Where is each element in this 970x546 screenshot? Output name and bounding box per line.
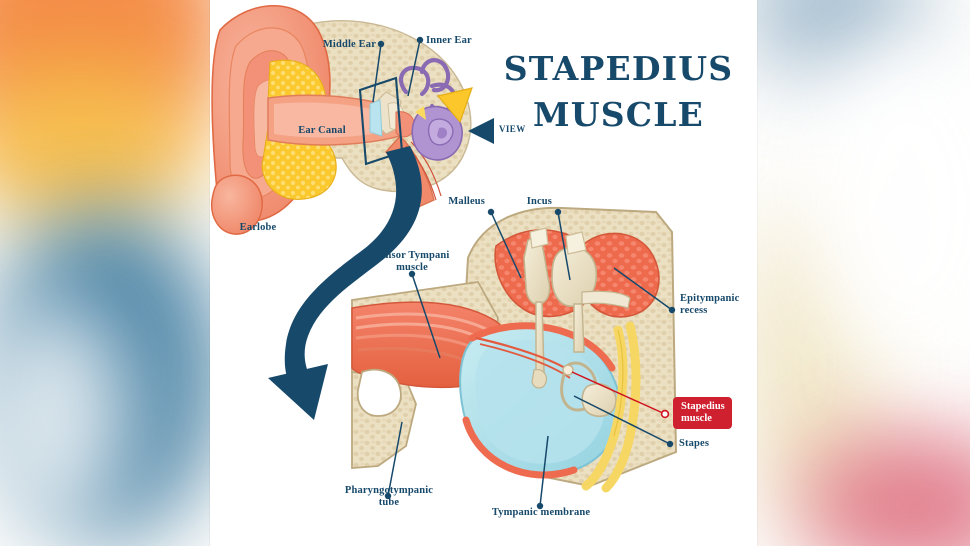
ear-anatomy-illustration: Middle Ear Inner Ear Ear Canal Earlobe V… bbox=[210, 0, 757, 546]
label-inner-ear: Inner Ear bbox=[426, 35, 472, 46]
label-tympanic-membrane: Tympanic membrane bbox=[491, 507, 591, 518]
leader-dots bbox=[377, 36, 676, 510]
label-incus: Incus bbox=[526, 196, 552, 207]
background-blur-white-left bbox=[0, 300, 130, 530]
anatomy-vector-art bbox=[210, 4, 678, 510]
figure-title-line2: MUSCLE bbox=[533, 95, 704, 134]
label-malleus: Malleus bbox=[448, 196, 485, 207]
label-ear-canal: Ear Canal bbox=[298, 125, 346, 136]
label-middle-ear: Middle Ear bbox=[322, 39, 376, 50]
label-epitympanic-recess: Epitympanic recess bbox=[680, 293, 740, 316]
illustration-panel: Middle Ear Inner Ear Ear Canal Earlobe V… bbox=[210, 0, 757, 546]
label-earlobe: Earlobe bbox=[239, 222, 277, 233]
background-blur-yellow bbox=[0, 60, 200, 230]
label-pharyngotympanic-tube: Pharyngotympanic tube bbox=[344, 485, 434, 508]
view-arrow-label: VIEW bbox=[499, 124, 526, 134]
label-stapes: Stapes bbox=[679, 438, 710, 449]
label-tensor-tympani-muscle: Tensor Tympani muscle bbox=[374, 250, 450, 273]
figure-title-line1: STAPEDIUS bbox=[503, 49, 734, 88]
background-blur-white-right bbox=[800, 40, 970, 370]
leader-lines bbox=[372, 39, 673, 507]
middle-ear-cross-section bbox=[351, 206, 678, 493]
label-stapedius-muscle: Stapedius muscle bbox=[673, 397, 732, 429]
